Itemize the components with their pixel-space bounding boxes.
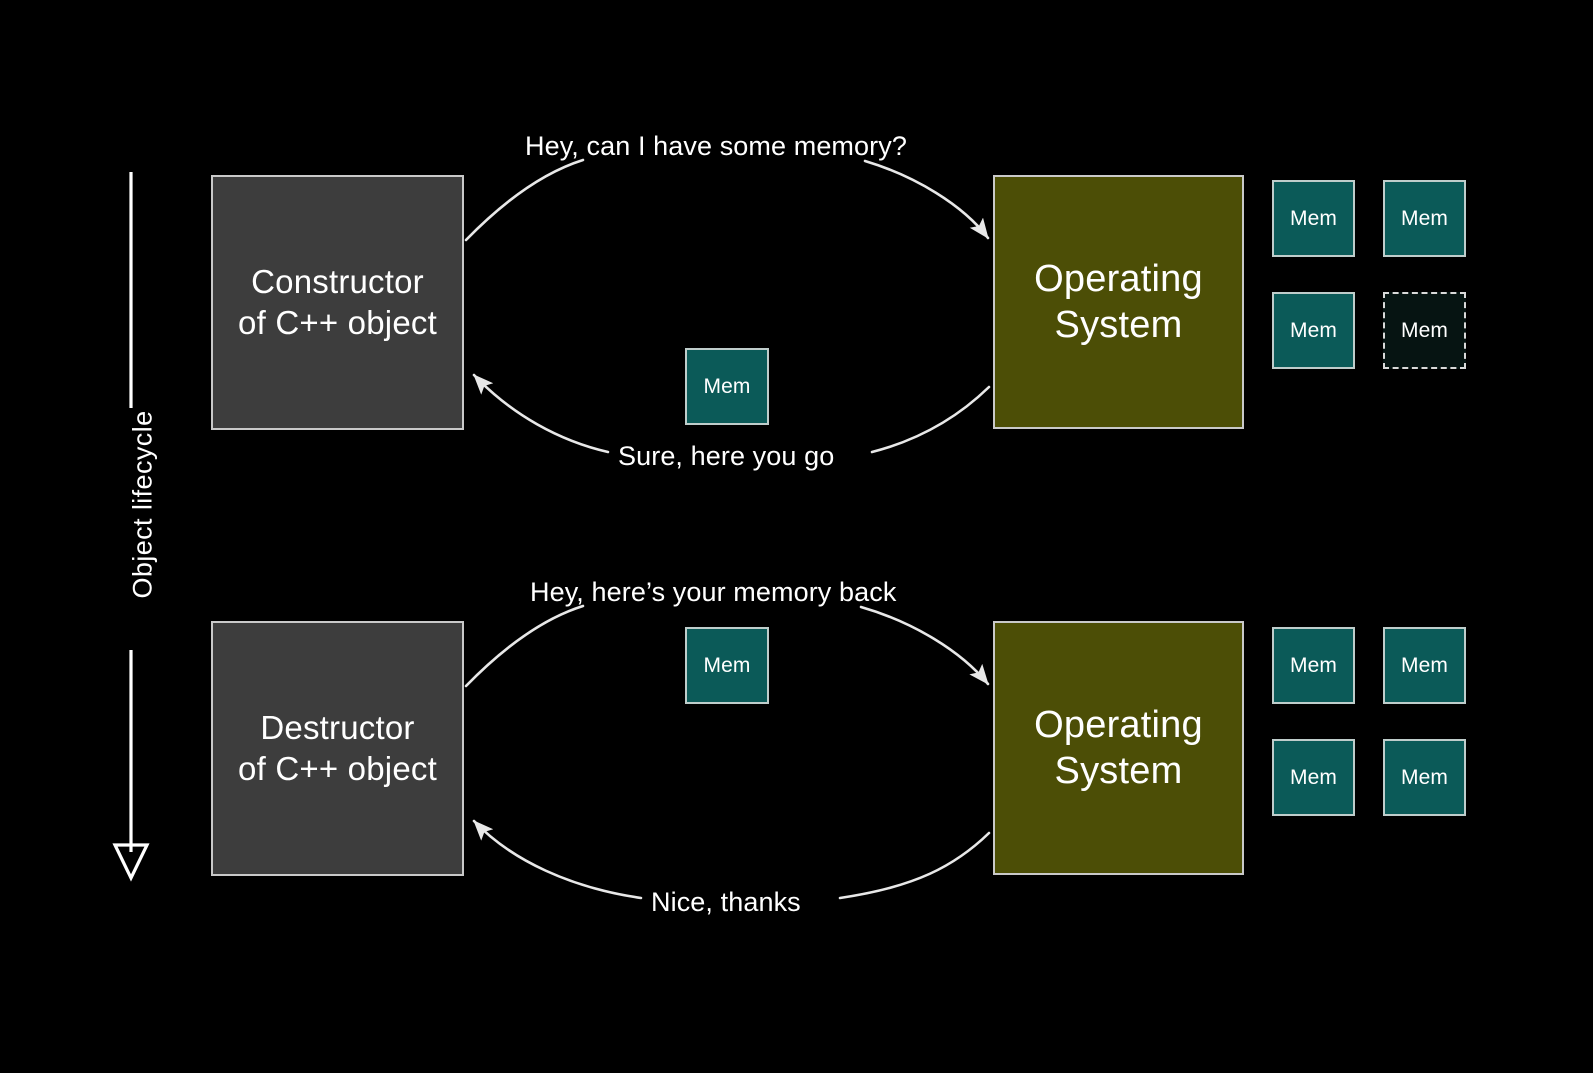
operating-system-box-top[interactable]: Operating System — [993, 175, 1244, 429]
operating-system-box-bottom[interactable]: Operating System — [993, 621, 1244, 875]
arc-response-bottom-left — [472, 819, 643, 900]
mem-pool-top-2[interactable]: Mem — [1272, 292, 1355, 369]
mem-pool-top-3-free-label: Mem — [1401, 318, 1448, 342]
arc-response-top-left — [472, 373, 610, 454]
mem-pool-bottom-1[interactable]: Mem — [1383, 627, 1466, 704]
mem-pool-top-1-label: Mem — [1401, 206, 1448, 230]
mem-block-in-transit-bottom[interactable]: Mem — [685, 627, 769, 704]
arc-request-bottom-left — [464, 604, 585, 688]
mem-block-in-transit-top[interactable]: Mem — [685, 348, 769, 425]
mem-pool-bottom-3[interactable]: Mem — [1383, 739, 1466, 816]
destructor-box-label: Destructor of C++ object — [238, 709, 437, 787]
mem-block-in-transit-top-label: Mem — [703, 374, 751, 398]
destructor-box[interactable]: Destructor of C++ object — [211, 621, 464, 876]
arc-response-bottom-right — [838, 831, 991, 900]
operating-system-box-top-label: Operating System — [1034, 257, 1203, 346]
mem-block-in-transit-bottom-label: Mem — [703, 653, 751, 677]
request-label-top: Hey, can I have some memory? — [525, 131, 907, 161]
lifecycle-axis-label: Object lifecycle — [127, 410, 158, 599]
mem-pool-bottom-1-label: Mem — [1401, 653, 1448, 677]
arc-response-top-right — [870, 385, 991, 454]
arc-request-bottom-right — [859, 605, 990, 686]
arc-request-top-left — [464, 158, 585, 242]
mem-pool-bottom-2[interactable]: Mem — [1272, 739, 1355, 816]
mem-pool-top-2-label: Mem — [1290, 318, 1337, 342]
response-label-bottom: Nice, thanks — [651, 887, 801, 917]
operating-system-box-bottom-label: Operating System — [1034, 703, 1203, 792]
mem-pool-top-1[interactable]: Mem — [1383, 180, 1466, 257]
request-label-bottom: Hey, here’s your memory back — [530, 577, 897, 607]
arc-request-top-right — [863, 159, 990, 240]
mem-pool-top-0-label: Mem — [1290, 206, 1337, 230]
lifecycle-axis: Object lifecycle — [96, 160, 186, 890]
mem-pool-bottom-0-label: Mem — [1290, 653, 1337, 677]
mem-pool-bottom-3-label: Mem — [1401, 765, 1448, 789]
constructor-box-label: Constructor of C++ object — [238, 263, 437, 341]
mem-pool-bottom-2-label: Mem — [1290, 765, 1337, 789]
response-label-top: Sure, here you go — [618, 441, 835, 471]
mem-pool-top-0[interactable]: Mem — [1272, 180, 1355, 257]
constructor-box[interactable]: Constructor of C++ object — [211, 175, 464, 430]
mem-pool-bottom-0[interactable]: Mem — [1272, 627, 1355, 704]
mem-pool-top-3-free[interactable]: Mem — [1383, 292, 1466, 369]
